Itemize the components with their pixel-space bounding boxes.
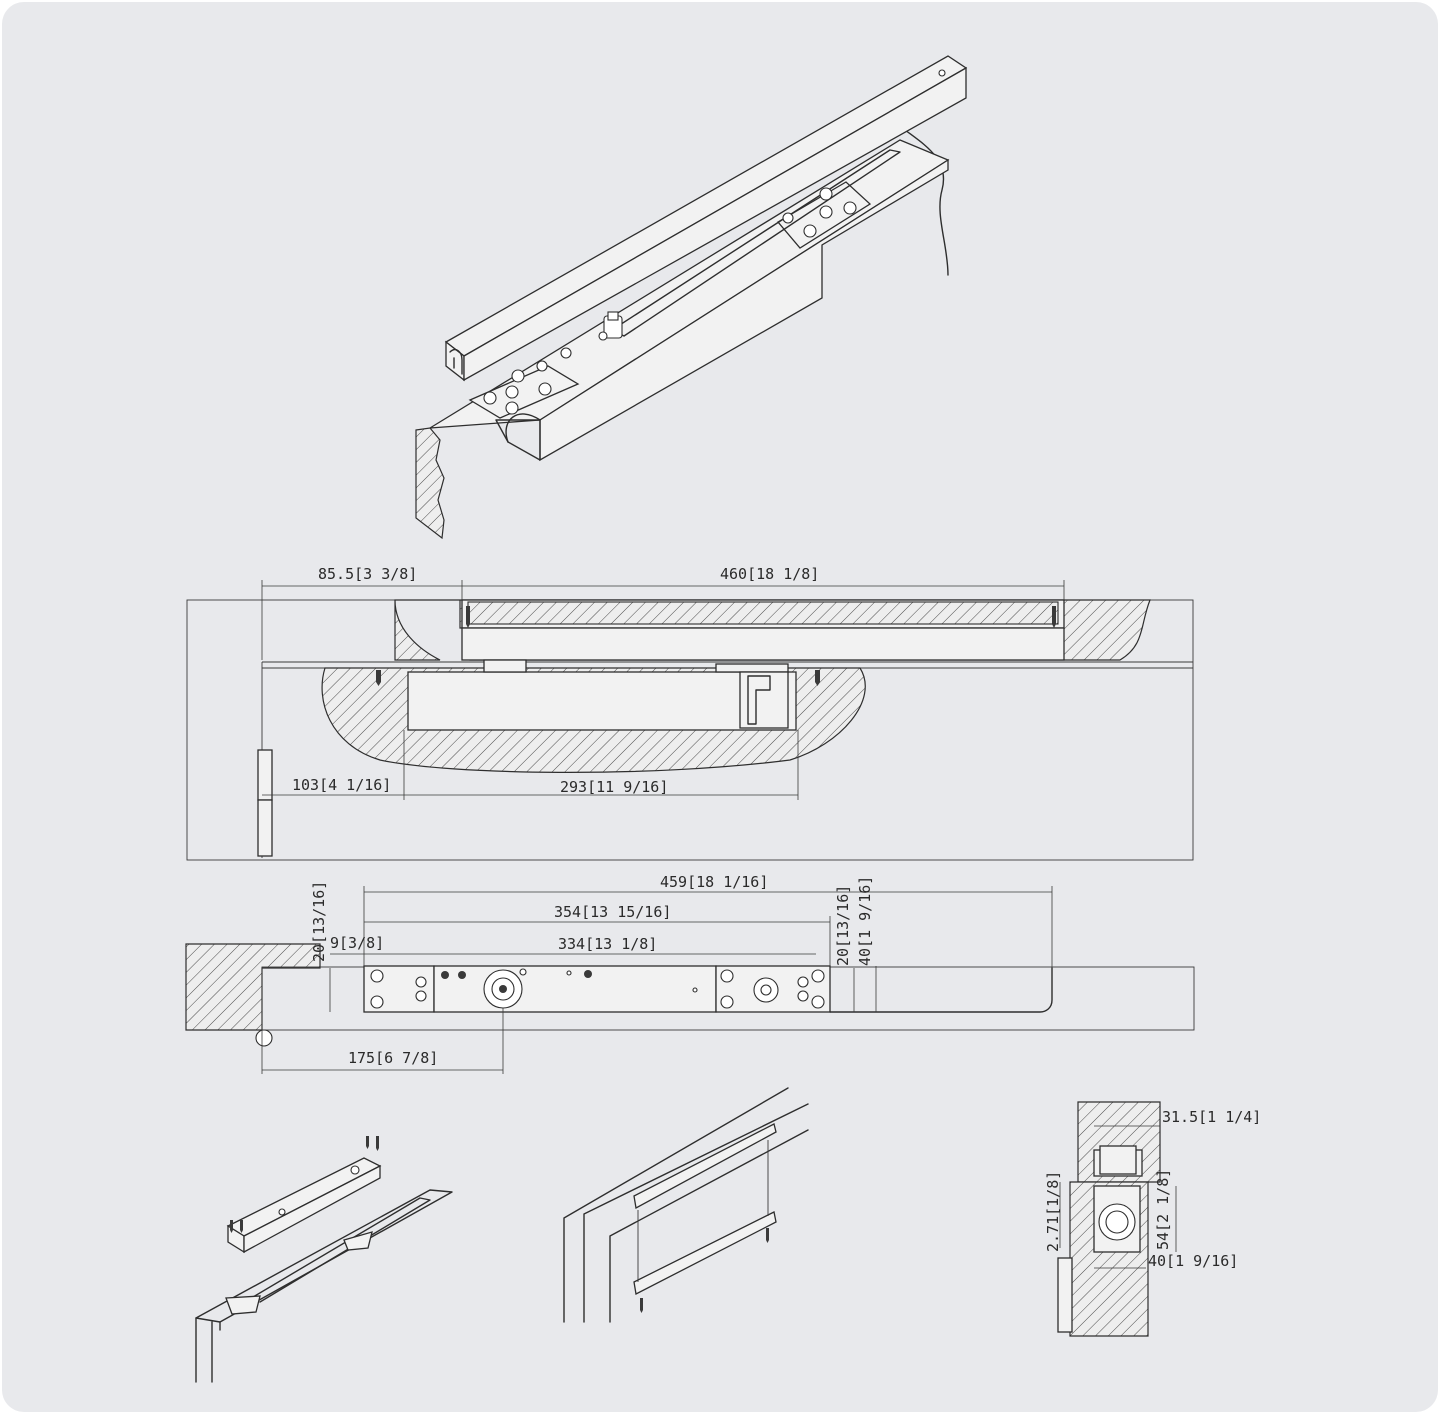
- dim-overall-length: 459[18 1/16]: [660, 873, 768, 891]
- dim-spindle-offset: 175[6 7/8]: [348, 1049, 438, 1067]
- elevation-view: [186, 580, 1194, 861]
- plan-view: [185, 886, 1195, 1074]
- isometric-view: [415, 55, 968, 540]
- section-view: [1057, 1101, 1177, 1337]
- install-step-body: [195, 1136, 453, 1383]
- dim-right-edge: 20[13/16]: [834, 885, 852, 966]
- dim-section-base: 40[1 9/16]: [1148, 1252, 1238, 1270]
- dim-inner-span: 334[13 1/8]: [558, 935, 657, 953]
- dim-hole-span: 354[13 15/16]: [554, 903, 671, 921]
- dim-left-edge: 20[13/16]: [310, 881, 328, 962]
- dim-section-width: 31.5[1 1/4]: [1162, 1108, 1261, 1126]
- dim-pivot-offset: 103[4 1/16]: [292, 776, 391, 794]
- dim-top-length: 460[18 1/8]: [720, 565, 819, 583]
- dim-cutout-length: 293[11 9/16]: [560, 778, 668, 796]
- dim-width: 40[1 9/16]: [856, 876, 874, 966]
- dim-left-hole: 9[3/8]: [330, 934, 384, 952]
- dim-top-offset: 85.5[3 3/8]: [318, 565, 417, 583]
- dim-section-height: 2.71[1/8]: [1044, 1171, 1062, 1252]
- install-step-rail: [563, 1087, 809, 1323]
- dimension-labels: 85.5[3 3/8] 460[18 1/8] 103[4 1/16] 293[…: [292, 565, 1261, 1270]
- dim-section-depth: 54[2 1/8]: [1154, 1169, 1172, 1250]
